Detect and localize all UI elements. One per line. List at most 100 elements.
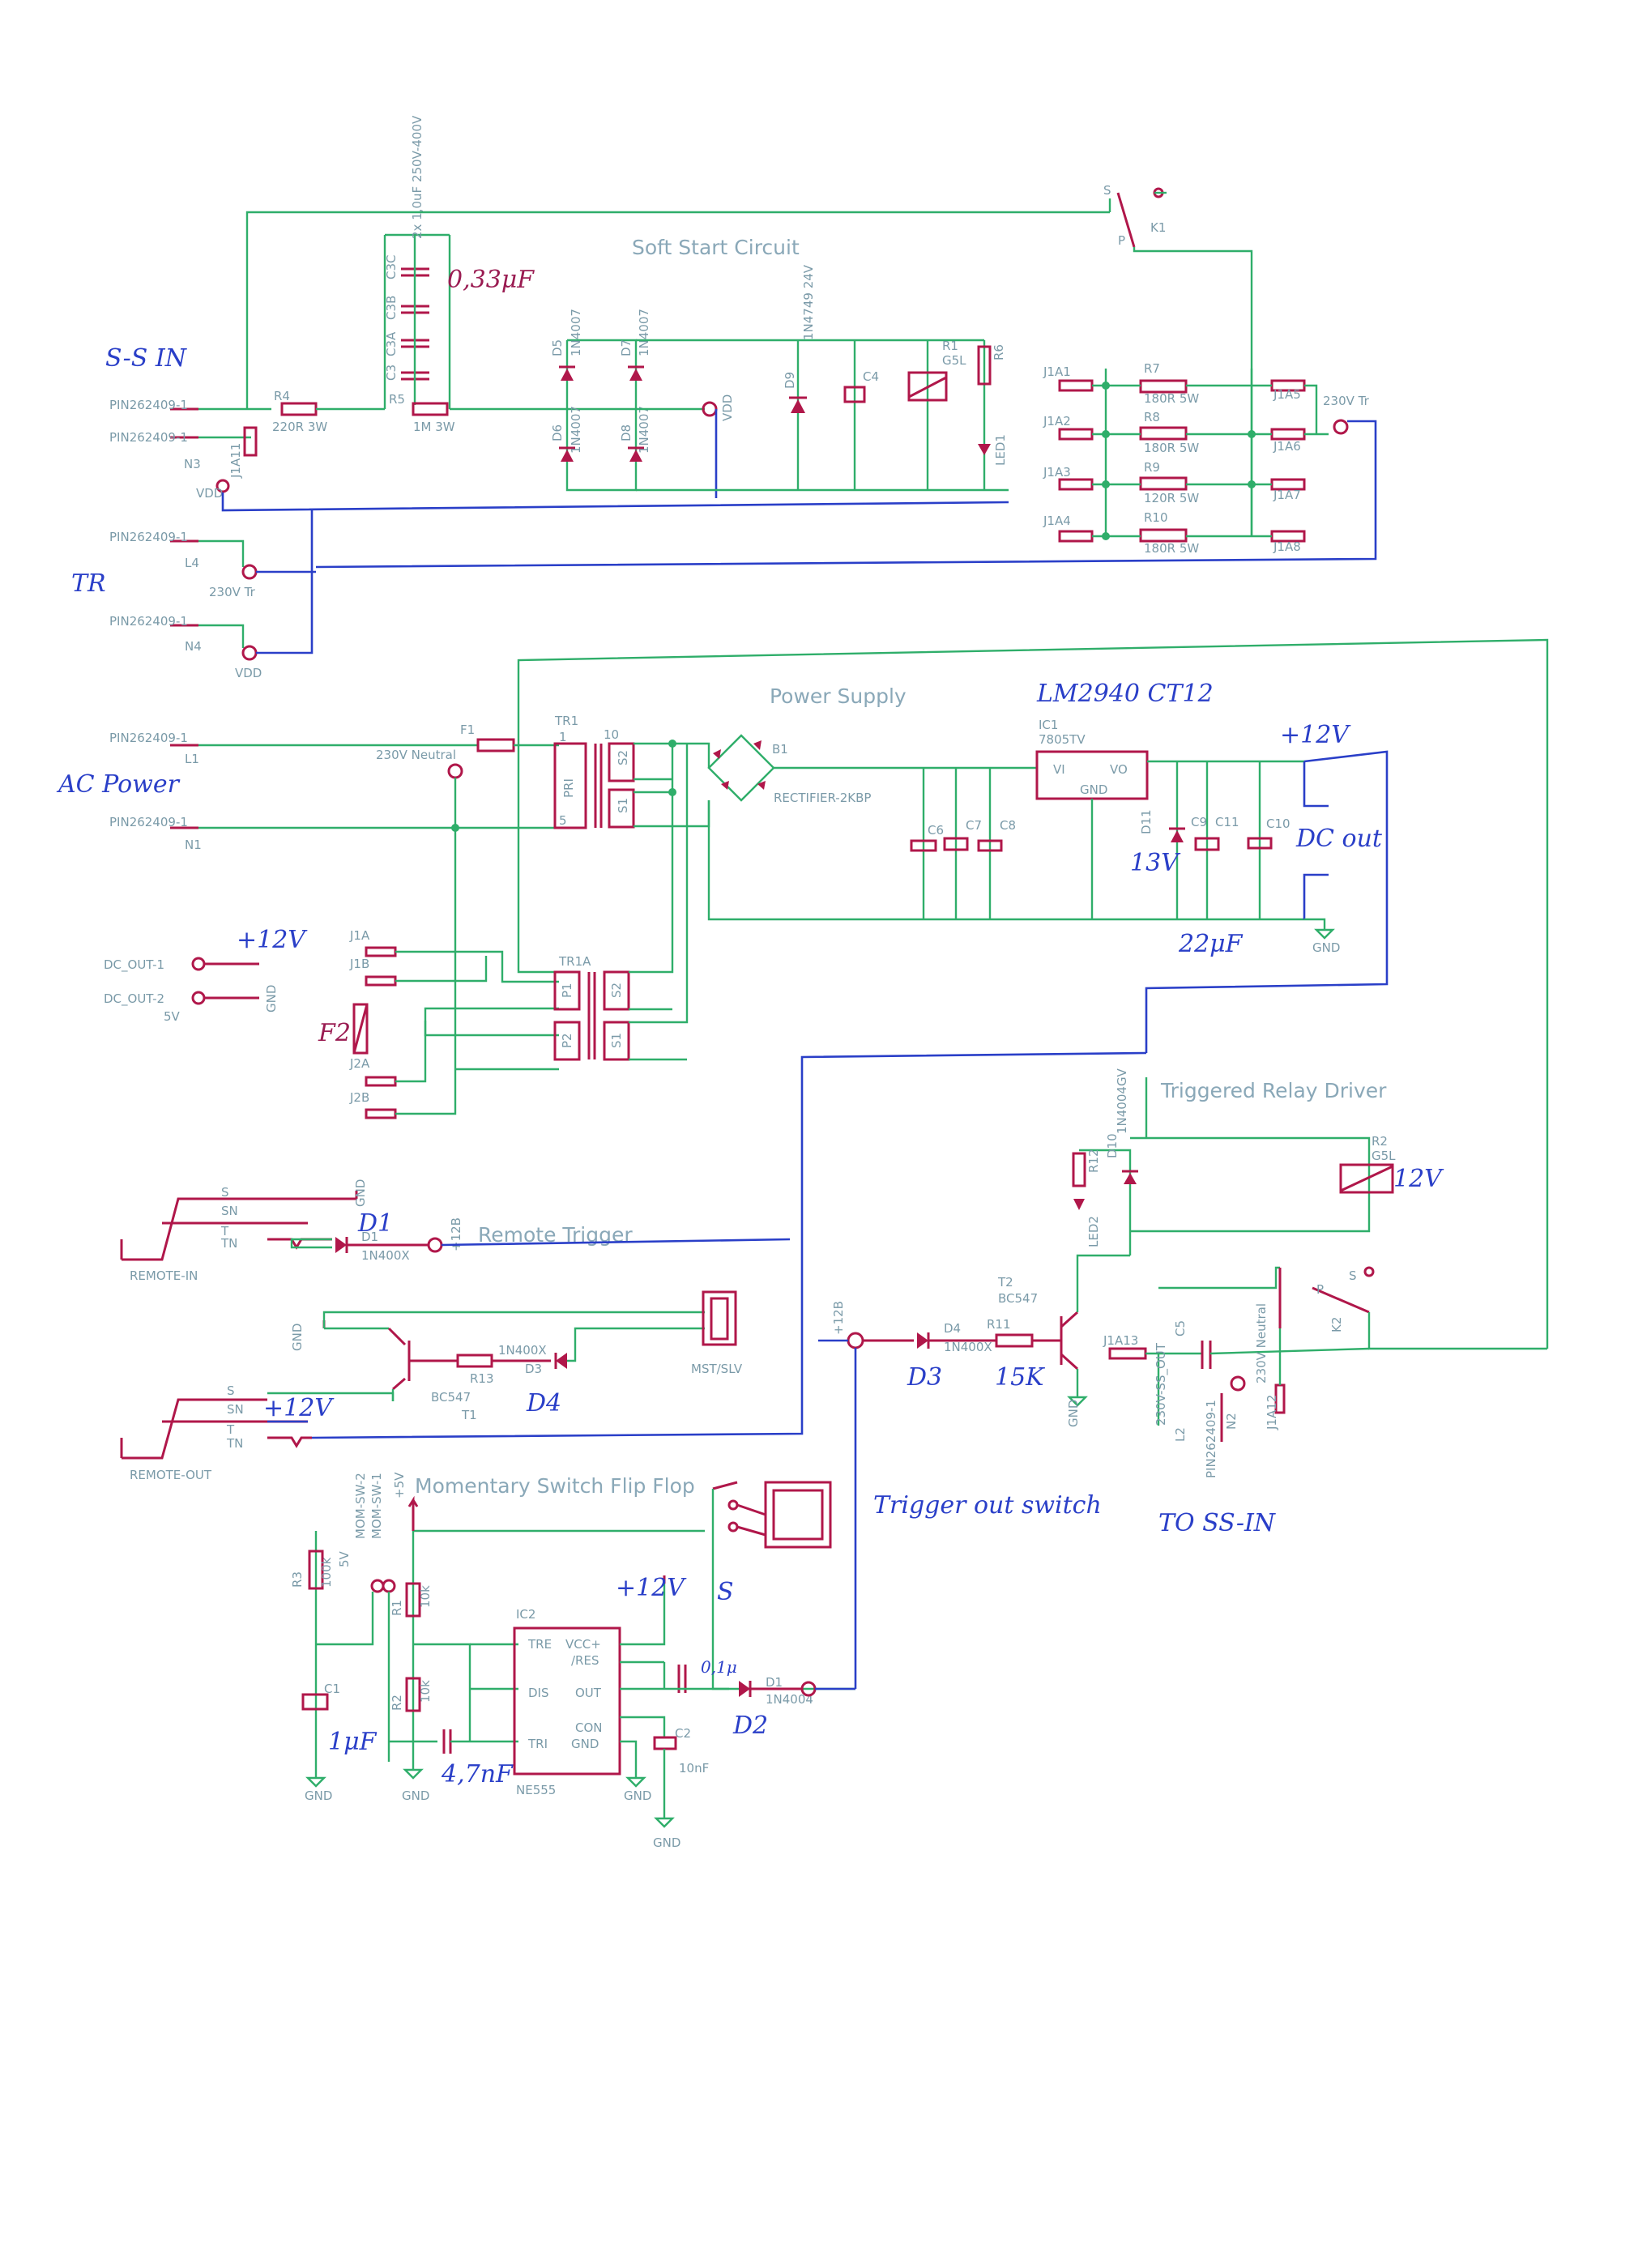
resistor-r12 [1072, 1152, 1086, 1187]
j1a-label: J1A [349, 928, 370, 943]
n1-label: N1 [185, 838, 202, 852]
c1-note: 1μF [328, 1728, 378, 1756]
fuse-f1 [476, 738, 515, 752]
t1-label: T1 [461, 1408, 477, 1422]
t1-value: BC547 [431, 1390, 471, 1405]
led1-label: LED1 [993, 434, 1008, 466]
relay-12v-note: 12V [1393, 1165, 1444, 1193]
d10-value: 1N4004GV [1115, 1068, 1129, 1134]
pin-l1-label: PIN262409-1 [109, 731, 188, 745]
r7-label: R7 [1144, 361, 1160, 376]
transformer-tr1a [553, 970, 630, 1061]
f1-label: F1 [460, 723, 475, 737]
r3-label: R3 [290, 1571, 305, 1588]
tr1-pin10: 10 [604, 727, 619, 742]
cap-033-note: 0,33μF [447, 266, 535, 294]
plus12v-remote-note: +12V [263, 1394, 335, 1422]
gnd-dc-label: GND [264, 985, 279, 1013]
plus12v-dc-note: +12V [237, 926, 308, 954]
d1-flip-label: D1 [766, 1675, 783, 1690]
d3-note: D3 [907, 1363, 942, 1392]
c3-value: 2x 1,0uF 250V-400V [410, 115, 424, 239]
gnd-rt-label: GND [353, 1179, 368, 1207]
relay-r2-coil [1339, 1163, 1394, 1194]
trigger-out-switch [764, 1481, 832, 1549]
j1b-label: J1B [349, 957, 369, 971]
led1 [978, 444, 991, 455]
resistor-r11 [995, 1333, 1034, 1348]
r4-value: 220R 3W [272, 420, 327, 434]
d1-value: 1N400X [361, 1248, 410, 1263]
c5-label: C5 [1173, 1320, 1188, 1336]
resistor-r2 [405, 1677, 421, 1712]
vdd-test-point [702, 401, 718, 417]
resistor-bank [1058, 369, 1306, 543]
vdd3-label: VDD [235, 666, 262, 680]
c3-capacitor-bank [401, 235, 429, 405]
r1-flip-label: R1 [390, 1600, 404, 1616]
d6-label: D6 [550, 424, 565, 441]
pin-l3-label: PIN262409-1 [109, 398, 188, 412]
r4-label: R4 [274, 389, 290, 403]
j2b-label: J2B [349, 1090, 369, 1105]
ic1-value: 7805TV [1039, 732, 1086, 747]
c8-label: C8 [1000, 818, 1016, 833]
r10-value: 180R 5W [1144, 541, 1199, 556]
d1-note: D1 [357, 1209, 393, 1238]
r13-label: R13 [470, 1371, 494, 1386]
r10-label: R10 [1144, 510, 1168, 525]
r8-label: R8 [1144, 410, 1160, 424]
gnd-t2-label: GND [1066, 1400, 1081, 1427]
trigger-out-switch-note: Trigger out switch [873, 1491, 1102, 1520]
k1-label: K1 [1150, 220, 1166, 235]
plus5v-label: +5V [392, 1472, 407, 1498]
gnd4-label: GND [653, 1835, 680, 1850]
c3b-label: C3B [384, 296, 399, 320]
plus12b-node [847, 1332, 864, 1349]
resistor-r3 [308, 1550, 324, 1590]
c3-label: C3 [384, 364, 399, 381]
5v-label: 5V [164, 1009, 181, 1024]
d1-label: D1 [361, 1230, 378, 1244]
r11-label: R11 [987, 1317, 1011, 1332]
r2-flip-value: 10k [418, 1680, 433, 1703]
230v-tr-test-point-2 [241, 564, 258, 580]
ic1-gnd: GND [1080, 782, 1107, 797]
t2-value: BC547 [998, 1291, 1038, 1306]
gnd2-label: GND [402, 1788, 429, 1803]
f2-note: F2 [318, 1019, 351, 1047]
tr1-pri-label: PRI [561, 778, 576, 798]
r3-value: 100k [319, 1557, 334, 1588]
j1a5-label: J1A5 [1273, 387, 1301, 402]
r8-value: 180R 5W [1144, 441, 1199, 455]
d3-value: 1N400X [498, 1343, 547, 1358]
pin-l4-label: PIN262409-1 [109, 530, 188, 544]
c47nf-note: 4,7nF [441, 1760, 514, 1788]
plus12b-node-label: +12B [831, 1301, 846, 1335]
j2a-label: J2A [349, 1056, 370, 1071]
tr1-s1-label: S1 [616, 798, 630, 813]
relay-r1-value: G5L [942, 353, 966, 368]
d10-label: D10 [1105, 1133, 1120, 1158]
k1-s-pin: S [1103, 183, 1111, 198]
ic2-dis: DIS [528, 1686, 549, 1700]
k2-p-pin: P [1316, 1282, 1324, 1297]
dc-out2-label: DC_OUT-2 [104, 991, 164, 1007]
mst-slv-connector [702, 1290, 737, 1346]
ic2-vcc: VCC+ [565, 1637, 601, 1652]
tr1-label: TR1 [554, 714, 578, 728]
remote-out-tn-pin: TN [226, 1436, 243, 1451]
c4-label: C4 [863, 369, 879, 384]
ne555-ic2 [513, 1626, 621, 1776]
power-supply-title: Power Supply [770, 684, 907, 708]
ic2-value: NE555 [516, 1783, 556, 1797]
capacitor-c6 [910, 839, 937, 852]
ss-in-note: S-S IN [105, 344, 188, 373]
transformer-tr1 [553, 742, 635, 829]
c2-label: C2 [675, 1726, 691, 1741]
capacitor-c2 [653, 1736, 677, 1750]
c11-label: C11 [1215, 815, 1239, 829]
flip-flop-circuit: Trigger out switch S R3 100k C1 1μF GND … [290, 1472, 1102, 1850]
bridge-rectifier-b1 [707, 734, 775, 802]
dc-out-2-terminal [191, 991, 206, 1005]
